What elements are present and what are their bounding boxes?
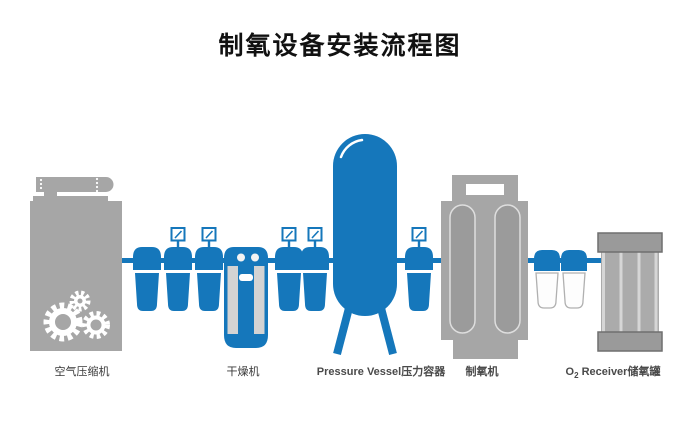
air-compressor [30, 177, 122, 351]
pressure-gauge-icon [411, 227, 427, 249]
air-filter [164, 227, 192, 311]
oxygen-receiver-tank [597, 232, 663, 352]
air-filter [405, 227, 433, 311]
dryer [224, 247, 268, 348]
vessel-highlight [339, 138, 364, 159]
oxygen-filter [533, 249, 561, 309]
motor-icon [36, 177, 114, 197]
air-filter [195, 227, 223, 311]
sieve-tower [494, 204, 521, 334]
pressure-gauge-icon [281, 227, 297, 249]
label-air-compressor: 空气压缩机 [54, 366, 110, 378]
air-filter [275, 227, 303, 311]
pressure-gauge-icon [307, 227, 323, 249]
pressure-gauge-icon [201, 227, 217, 249]
label-oxygen-generator: 制氧机 [465, 366, 499, 378]
oxygen-filter [560, 249, 588, 309]
label-pressure-vessel: Pressure Vessel压力容器 [316, 366, 446, 378]
air-filter [133, 247, 161, 311]
air-filter [301, 227, 329, 311]
pressure-vessel [333, 134, 397, 356]
label-dryer: 干燥机 [226, 366, 260, 378]
gear-icon [43, 290, 110, 342]
sieve-tower [449, 204, 476, 334]
label-oxygen-receiver: O2 Receiver储氧罐 [565, 366, 661, 381]
pressure-gauge-icon [170, 227, 186, 249]
page-title: 制氧设备安装流程图 [218, 31, 462, 60]
oxygen-generator [441, 175, 528, 359]
